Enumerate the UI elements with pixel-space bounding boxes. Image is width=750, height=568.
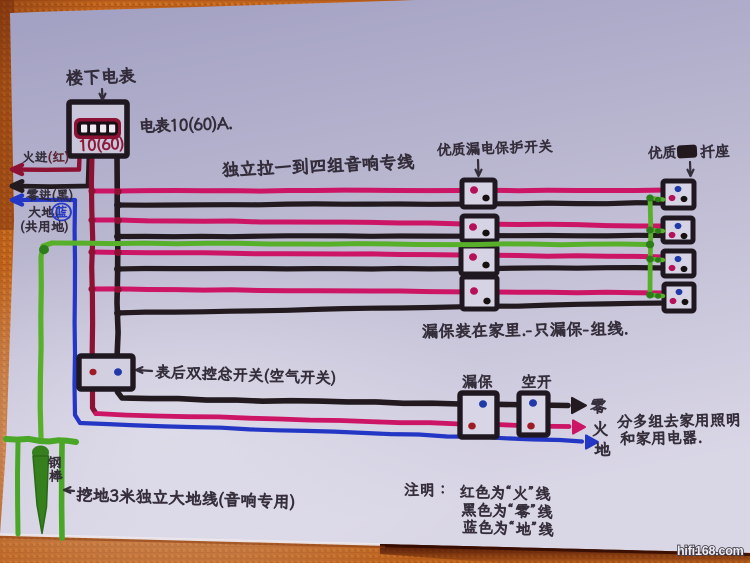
svg-text:hifi168.com: hifi168.com xyxy=(677,544,744,558)
